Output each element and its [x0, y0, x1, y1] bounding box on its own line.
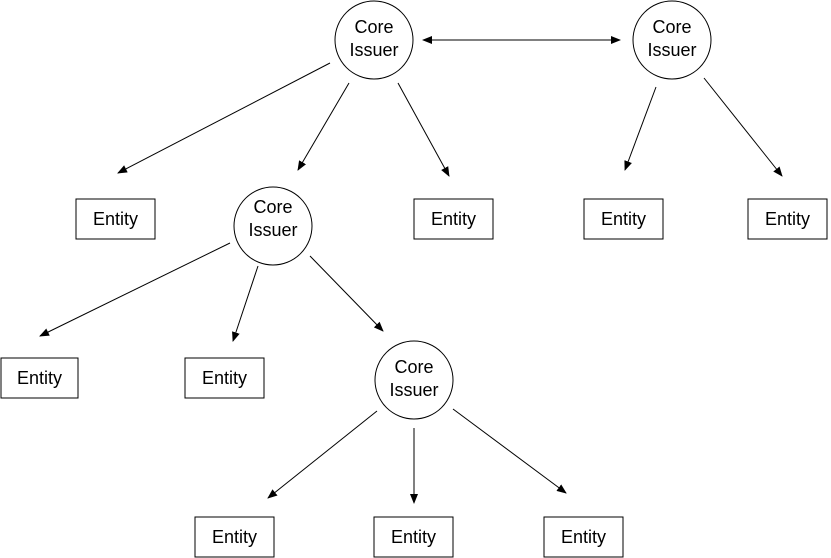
entity-node-4: Entity — [747, 198, 828, 240]
core-issuer-node-2: Core Issuer — [632, 0, 712, 80]
core-issuer-circle — [632, 0, 712, 80]
entity-label: Entity — [212, 527, 257, 547]
entity-node-8: Entity — [373, 516, 454, 558]
entity-node-6: Entity — [184, 357, 265, 399]
entity-box — [75, 198, 156, 240]
edge-c3-e6 — [39, 242, 231, 337]
core-issuer-label-line1: Core — [253, 197, 292, 217]
entity-box — [0, 357, 79, 399]
edge-c1-c3 — [297, 82, 350, 171]
core-issuer-label-line2: Issuer — [248, 220, 297, 240]
entity-label: Entity — [93, 209, 138, 229]
edge-c4-e8 — [267, 410, 378, 499]
entity-node-9: Entity — [543, 516, 624, 558]
core-issuer-label-line1: Core — [652, 17, 691, 37]
core-issuer-circle — [374, 340, 454, 420]
edge-c4-e10 — [452, 408, 567, 494]
entity-box — [373, 516, 454, 558]
entity-box — [194, 516, 275, 558]
entity-label: Entity — [431, 209, 476, 229]
entity-box — [747, 198, 828, 240]
core-issuer-label-line2: Issuer — [647, 40, 696, 60]
core-issuer-circle — [233, 186, 313, 266]
core-issuer-label-line2: Issuer — [389, 380, 438, 400]
core-issuer-node-3: Core Issuer — [233, 186, 313, 266]
entity-box — [543, 516, 624, 558]
entity-box — [413, 198, 494, 240]
entity-label: Entity — [601, 209, 646, 229]
edge-c2-e4 — [624, 86, 657, 171]
edge-c1-e3 — [397, 82, 450, 177]
core-issuer-node-4: Core Issuer — [374, 340, 454, 420]
core-issuer-label-line1: Core — [394, 357, 433, 377]
entity-node-7: Entity — [194, 516, 275, 558]
entity-label: Entity — [202, 368, 247, 388]
core-issuer-circle — [334, 0, 414, 80]
entity-box — [583, 198, 664, 240]
entity-label: Entity — [17, 368, 62, 388]
edge-c3-e7 — [232, 265, 259, 342]
core-issuer-node-1: Core Issuer — [334, 0, 414, 80]
edge-c3-c4 — [309, 255, 384, 332]
entity-box — [184, 357, 265, 399]
entity-node-5: Entity — [0, 357, 79, 399]
edge-c1-e1 — [117, 62, 331, 174]
edge-c2-e5 — [703, 77, 783, 177]
entity-node-1: Entity — [75, 198, 156, 240]
entity-label: Entity — [765, 209, 810, 229]
core-issuer-label-line1: Core — [354, 17, 393, 37]
entity-label: Entity — [561, 527, 606, 547]
entity-node-3: Entity — [583, 198, 664, 240]
core-issuer-label-line2: Issuer — [349, 40, 398, 60]
entity-node-2: Entity — [413, 198, 494, 240]
entity-label: Entity — [391, 527, 436, 547]
